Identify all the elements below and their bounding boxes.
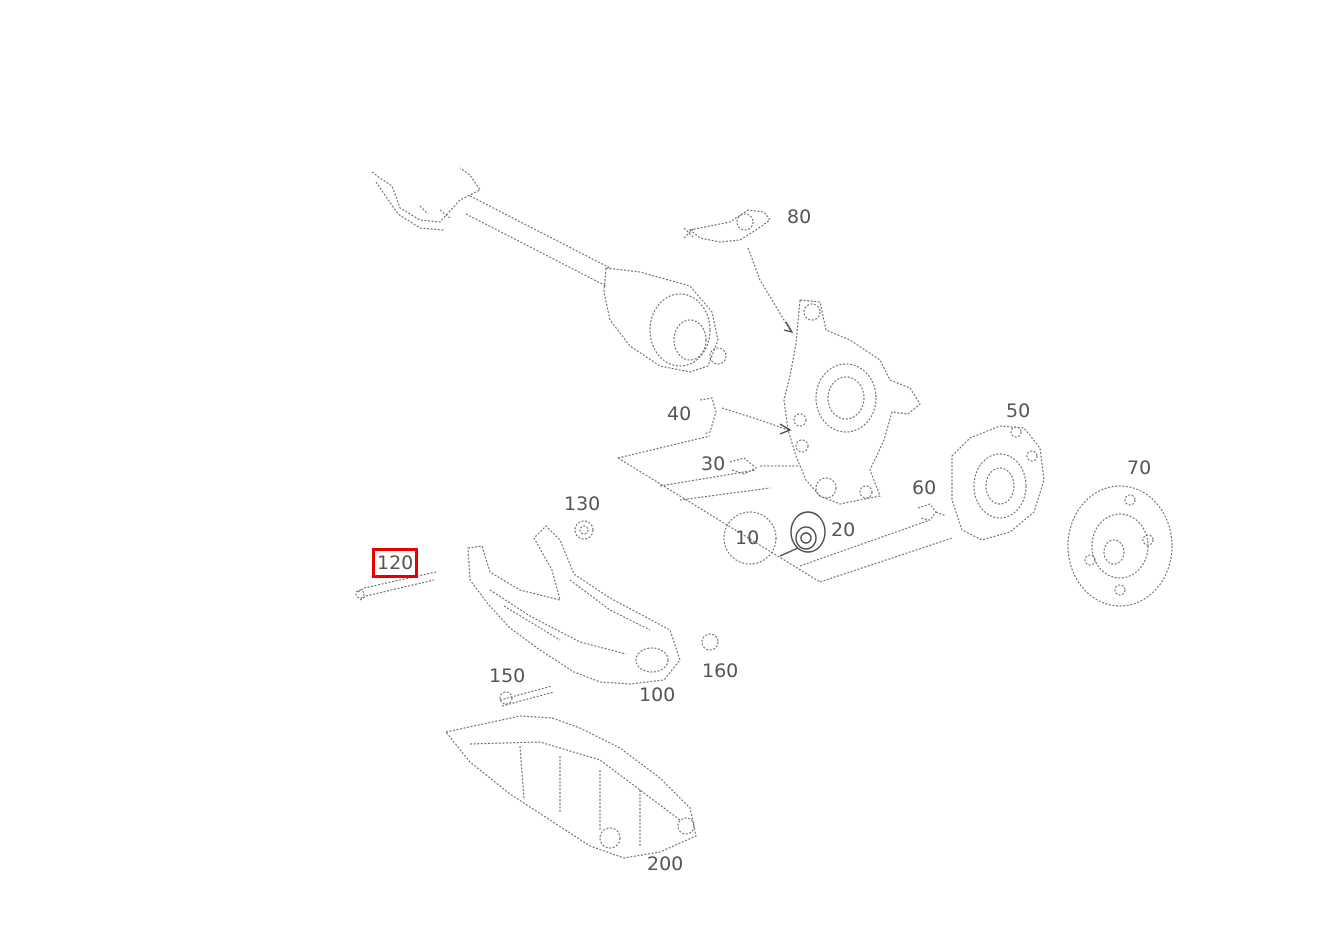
nut-part-130 <box>574 520 594 540</box>
callout-20[interactable]: 20 <box>831 519 856 541</box>
callout-40[interactable]: 40 <box>667 403 692 425</box>
callout-80[interactable]: 80 <box>787 206 812 228</box>
callout-50[interactable]: 50 <box>1006 400 1031 422</box>
callout-130[interactable]: 130 <box>564 493 601 515</box>
callout-200[interactable]: 200 <box>647 853 684 875</box>
wheel-hub-part-50 <box>951 425 1045 541</box>
control-arm-part-100 <box>467 525 719 685</box>
subframe-part-200 <box>445 715 697 859</box>
callout-30[interactable]: 30 <box>701 453 726 475</box>
bolt-part-120 <box>355 571 437 601</box>
callout-120-selected[interactable]: 120 <box>371 548 419 578</box>
bushing-part-20 <box>617 435 953 583</box>
bolt-part-150 <box>499 685 555 707</box>
brake-disc-part-70 <box>1067 485 1173 607</box>
callout-150[interactable]: 150 <box>489 665 526 687</box>
knuckle-part <box>783 299 921 505</box>
drive-shaft-part <box>371 167 727 373</box>
bolt-part-80 <box>683 209 794 334</box>
callout-100[interactable]: 100 <box>639 684 676 706</box>
bolt-part-60 <box>917 503 947 521</box>
callout-160[interactable]: 160 <box>702 660 739 682</box>
callout-10[interactable]: 10 <box>735 527 760 549</box>
callout-70[interactable]: 70 <box>1127 457 1152 479</box>
callout-60[interactable]: 60 <box>912 477 937 499</box>
